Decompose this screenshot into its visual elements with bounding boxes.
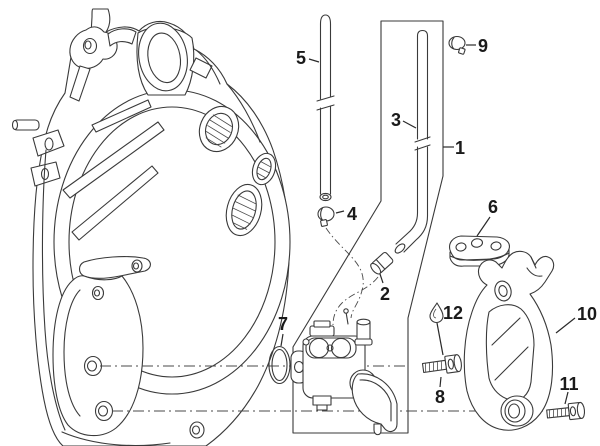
callout-9-label[interactable]: 9 [478,36,488,56]
callout-5[interactable]: 5 [296,48,320,68]
callout-5-label[interactable]: 5 [296,48,306,68]
pump-sector-plate [351,373,398,436]
crankcase-cover-drawing [11,8,291,446]
hose-clamp-top [448,35,466,55]
callout-8-label[interactable]: 8 [435,387,445,407]
callout-9[interactable]: 9 [466,36,488,56]
callout-10-label[interactable]: 10 [577,304,597,324]
bolt-8 [421,354,462,374]
callout-2-label[interactable]: 2 [380,284,390,304]
tube-fitting [370,251,394,275]
callout-6-label[interactable]: 6 [488,197,498,217]
top-bracket [69,26,137,102]
callout-1[interactable]: 1 [443,138,465,158]
pump-outlet-stub [354,318,373,346]
pump-cover [463,250,555,431]
tube-break-marks [316,95,335,111]
callout-6[interactable]: 6 [476,197,498,237]
callout-7-label[interactable]: 7 [278,314,288,334]
cover-ear-hole [494,280,512,302]
callout-4[interactable]: 4 [335,204,357,224]
oil-tube-straight [316,14,335,202]
assembly-group-box [292,20,444,434]
cover-ribs [62,99,165,241]
threaded-boss-lower [225,183,263,237]
threaded-boss-upper [198,105,240,153]
callout-12[interactable]: 12 [436,303,463,356]
oil-tube-bent [394,29,431,254]
callout-1-label[interactable]: 1 [455,138,465,158]
tube-break-marks [414,136,431,151]
hose-clamp-mid [317,206,335,227]
oil-drop-icon [429,302,444,324]
callout-11-label[interactable]: 11 [559,374,578,394]
gasket [449,235,510,267]
callout-2[interactable]: 2 [379,273,390,304]
hose-routing-lines [325,227,379,326]
bolt-11 [546,401,586,421]
cover-bottom-boss [500,395,534,427]
callout-3-label[interactable]: 3 [391,110,401,130]
left-tabs [11,119,65,187]
callout-4-label[interactable]: 4 [347,204,357,224]
callout-3[interactable]: 3 [391,110,417,130]
pump-bleed-pin [343,308,349,325]
callout-12-label[interactable]: 12 [443,303,463,323]
pump-mount-bracket [52,256,151,437]
callout-10[interactable]: 10 [555,304,597,334]
o-ring [268,345,291,385]
threaded-boss-right [251,152,277,186]
callouts: 1 2 3 4 5 6 7 8 [278,36,597,407]
oil-pump [290,308,398,436]
top-ring-opening [138,22,188,92]
callout-7[interactable]: 7 [278,314,288,347]
callout-11[interactable]: 11 [559,374,579,405]
callout-8[interactable]: 8 [435,376,445,407]
